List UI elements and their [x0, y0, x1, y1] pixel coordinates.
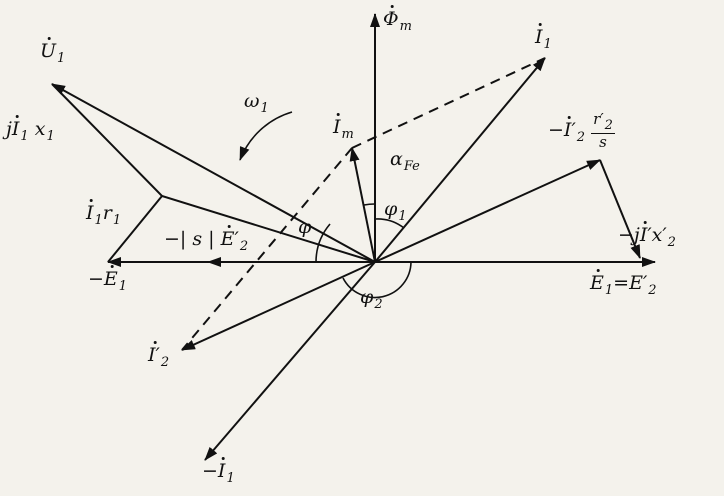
label-omega1: ω1 [244, 90, 269, 116]
label-i1: I1 [535, 26, 552, 52]
label-i2p: I′2 [148, 344, 170, 370]
i2-r2-phasor [374, 159, 601, 263]
label-j-i1-x1: jI1 x1 [6, 118, 55, 144]
phi2-angle-arc [342, 261, 412, 299]
phi-angle-arc [315, 223, 331, 263]
label-neg-i1: −I1 [202, 460, 235, 486]
im-phasor [349, 147, 376, 263]
label-u1: U1 [40, 40, 66, 66]
label-phi-m: Φm [383, 8, 412, 34]
label-phi: φ [298, 216, 312, 238]
label-phi2: φ2 [360, 286, 383, 312]
dashed-im-i1 [351, 57, 546, 149]
i2p-phasor [181, 261, 376, 351]
alpha-fe-arc [363, 203, 376, 206]
label-phi1: φ1 [384, 198, 407, 224]
label-j-i2-x2: −jI′x′2 [618, 224, 676, 250]
label-e1-e2: E1=E′2 [590, 272, 657, 298]
label-neg-e1: −E1 [88, 268, 128, 294]
u1-phasor [51, 83, 376, 263]
neg-i1-phasor [204, 261, 376, 461]
jx2-phasor [599, 159, 641, 259]
label-alpha-fe: αFe [390, 148, 420, 174]
phi1-angle-arc [374, 218, 405, 229]
label-i1-r1: I1r1 [86, 202, 122, 228]
label-im: Im [333, 116, 354, 142]
i1-r1-segment [107, 195, 163, 263]
omega-rotation-arc [239, 111, 293, 161]
label-s-e2: −| s | E′2 [164, 228, 249, 254]
